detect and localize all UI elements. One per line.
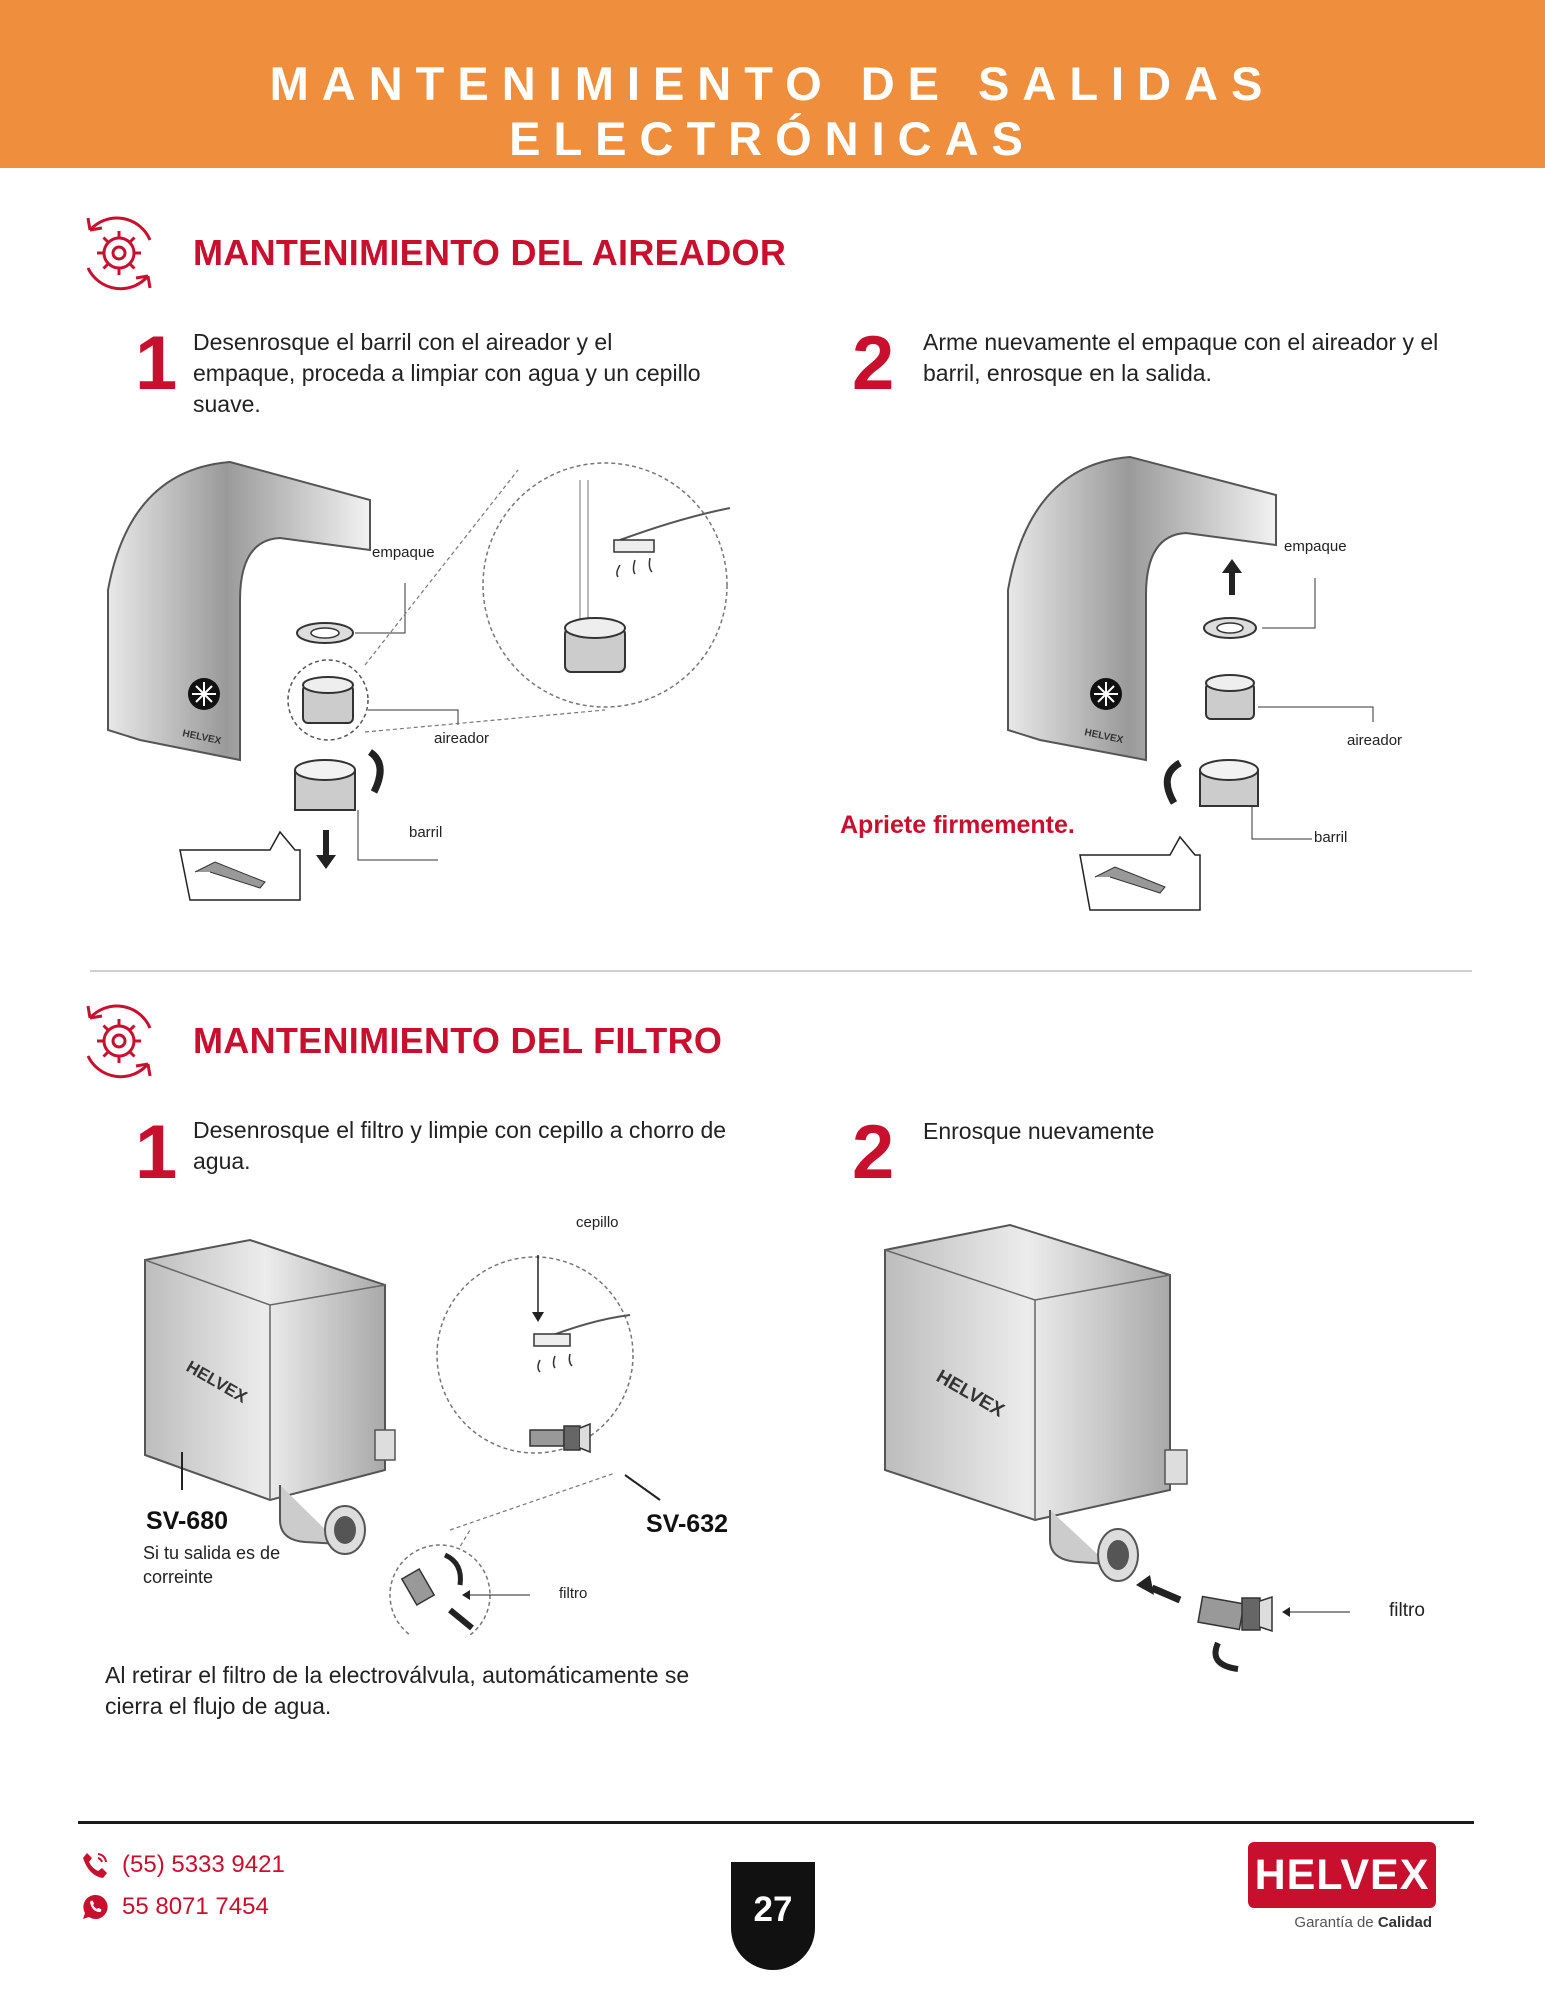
filter-install-illustration: HELVEX	[884, 1223, 1350, 1672]
aerator-label-2: aireador	[1347, 732, 1403, 749]
phone-number: (55) 5333 9421	[122, 1851, 285, 1878]
section-divider	[90, 970, 1472, 972]
logo-box: HELVEX	[1248, 1842, 1436, 1908]
filter-step2-number: 2	[852, 1110, 895, 1195]
page-number: 27	[731, 1862, 815, 1970]
filter-step1-text: Desenrosque el filtro y limpie con cepil…	[193, 1117, 727, 1174]
filter-label-1: filtro	[559, 1585, 588, 1602]
page-title: MANTENIMIENTO DE SALIDAS ELECTRÓNICAS	[269, 57, 1276, 165]
model-sv680-note: Si tu salida es de correinte	[143, 1543, 281, 1587]
tighten-note: Apriete firmemente.	[840, 811, 1075, 839]
gasket-label-1: empaque	[372, 544, 435, 561]
whatsapp-number: 55 8071 7454	[122, 1893, 269, 1920]
aerator-section-title: MANTENIMIENTO DEL AIREADOR	[193, 232, 787, 273]
helvex-logo: HELVEX Garantía de Calidad	[1248, 1842, 1440, 1931]
filter-label-2: filtro	[1389, 1600, 1425, 1621]
filter-step2-text: Enrosque nuevamente	[923, 1118, 1155, 1144]
filter-section-title: MANTENIMIENTO DEL FILTRO	[193, 1020, 723, 1061]
gear-refresh-icon	[86, 1004, 152, 1079]
model-sv632: SV-632	[646, 1510, 729, 1538]
gasket-label-2: empaque	[1284, 538, 1347, 555]
brush-label: cepillo	[576, 1214, 619, 1231]
aerator-assembly-illustration: HELVEX	[1007, 455, 1374, 911]
gear-refresh-icon	[86, 216, 152, 291]
aerator-step2-number: 2	[852, 321, 895, 406]
logo-tagline: Garantía de Calidad	[1294, 1914, 1432, 1931]
aerator-disassembly-illustration: HELVEX	[107, 460, 731, 901]
barrel-label-2: barril	[1314, 829, 1348, 846]
header-bar: MANTENIMIENTO DE SALIDAS ELECTRÓNICAS	[0, 0, 1545, 168]
aerator-step1-number: 1	[135, 321, 178, 406]
filter-step1-number: 1	[135, 1110, 178, 1195]
phone-contact[interactable]: (55) 5333 9421	[80, 1850, 285, 1880]
aerator-step1-text: Desenrosque el barril con el aireador y …	[193, 329, 701, 417]
aerator-label-1: aireador	[434, 730, 490, 747]
barrel-label-1: barril	[409, 824, 443, 841]
whatsapp-icon	[83, 1894, 108, 1919]
footer-divider	[78, 1821, 1474, 1824]
model-sv680: SV-680	[146, 1507, 229, 1535]
aerator-step2-text: Arme nuevamente el empaque con el airead…	[923, 329, 1439, 386]
filter-removal-illustration: HELVEX	[144, 1238, 661, 1635]
filter-note: Al retirar el filtro de la electroválvul…	[105, 1662, 690, 1719]
phone-icon	[83, 1853, 107, 1878]
logo-text: HELVEX	[1254, 1850, 1430, 1899]
whatsapp-contact[interactable]: 55 8071 7454	[80, 1892, 269, 1922]
